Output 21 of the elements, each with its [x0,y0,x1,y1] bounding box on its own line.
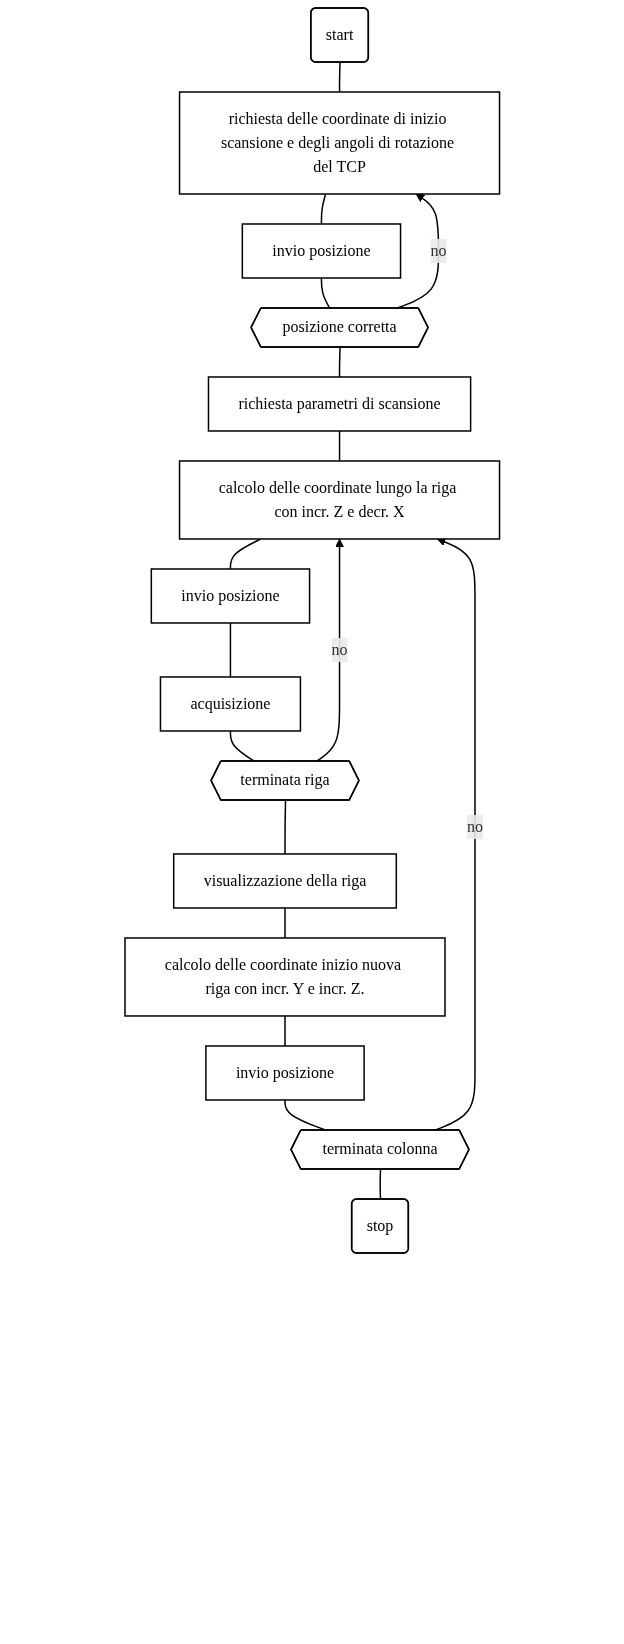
node-box: calcolo delle coordinate inizio nuova riga con incr. Y e incr. Z. [123,937,446,1017]
connector [283,1015,286,1047]
connector [338,61,341,93]
edge-label: no [430,241,447,259]
node-box: invio posizione [241,223,401,279]
node-box: visualizzazione della riga [172,853,397,909]
connector [283,799,286,855]
connector [338,346,341,378]
connector [283,907,286,939]
connector [338,430,340,462]
node-box: invio posizione [150,568,310,624]
node-box: invio posizione [204,1045,365,1101]
node-box: acquisizione [159,676,301,732]
node-box: calcolo delle coordinate lungo la riga con incr. Z e decr. X [178,460,500,540]
connector [229,538,262,570]
connector [229,622,231,678]
node-box: richiesta parametri di scansione [207,376,472,432]
node-box: richiesta delle coordinate di inizio scansione e degli angoli di rotazione del TCP [178,91,500,195]
edge-label: no [331,640,348,658]
connector [320,193,327,225]
edge-label: no [466,817,483,835]
